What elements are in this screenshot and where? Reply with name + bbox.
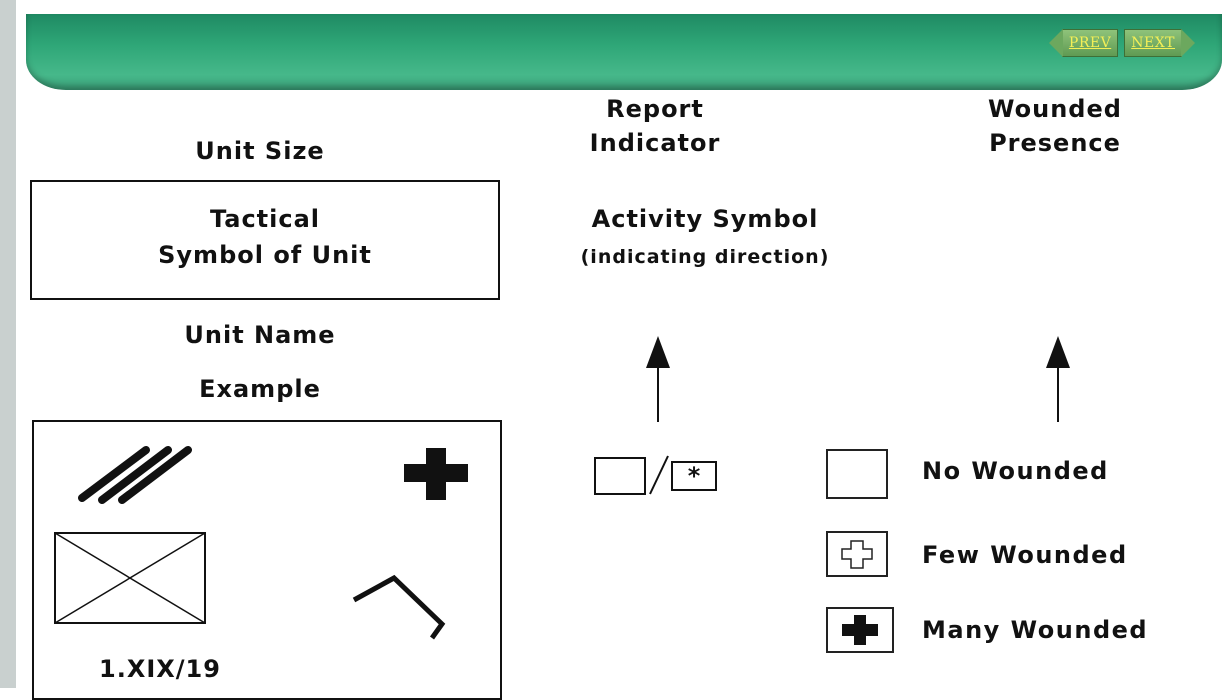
report-indicator-line2: Indicator <box>589 129 721 157</box>
svg-text:*: * <box>688 462 701 490</box>
slash-icon <box>649 455 669 495</box>
many-wounded-label: Many Wounded <box>922 616 1149 644</box>
no-wounded-label: No Wounded <box>922 457 1109 485</box>
frame-top <box>0 0 1226 16</box>
report-indicator-symbols: * <box>594 455 717 495</box>
few-wounded-label: Few Wounded <box>922 541 1128 569</box>
tactical-symbol-line2: Symbol of Unit <box>158 241 372 269</box>
few-wounded-box-icon <box>826 531 888 577</box>
empty-report-box-icon <box>594 457 646 495</box>
wounded-presence-line2: Presence <box>989 129 1121 157</box>
many-wounded-box-icon <box>826 607 894 653</box>
activity-symbol-line2: (indicating direction) <box>580 246 830 268</box>
example-unit-symbol-icon <box>54 532 206 624</box>
example-unit-label: 1.XIX/19 <box>99 655 221 683</box>
unit-size-label: Unit Size <box>195 137 325 165</box>
wounded-presence-line1: Wounded <box>988 95 1122 123</box>
unit-name-label: Unit Name <box>184 321 336 349</box>
nav-buttons: PREV NEXT <box>1048 28 1196 58</box>
frame-left <box>0 0 16 688</box>
example-activity-arrow-icon <box>352 574 446 640</box>
tactical-symbol-box <box>30 180 500 300</box>
asterisk-report-box-icon <box>671 461 717 491</box>
activity-symbol-line1: Activity Symbol <box>591 205 819 233</box>
prev-button[interactable]: PREV <box>1048 29 1119 57</box>
unit-size-slashes-icon <box>78 446 192 504</box>
header-banner <box>26 14 1222 90</box>
tactical-symbol-line1: Tactical <box>209 205 321 233</box>
wounded-up-arrow-icon <box>1046 336 1070 422</box>
report-up-arrow-icon <box>646 336 670 422</box>
next-button[interactable]: NEXT <box>1124 29 1195 57</box>
example-many-wounded-cross-icon <box>404 448 468 500</box>
example-label: Example <box>199 375 321 403</box>
report-indicator-line1: Report <box>606 95 704 123</box>
no-wounded-box-icon <box>826 449 888 499</box>
